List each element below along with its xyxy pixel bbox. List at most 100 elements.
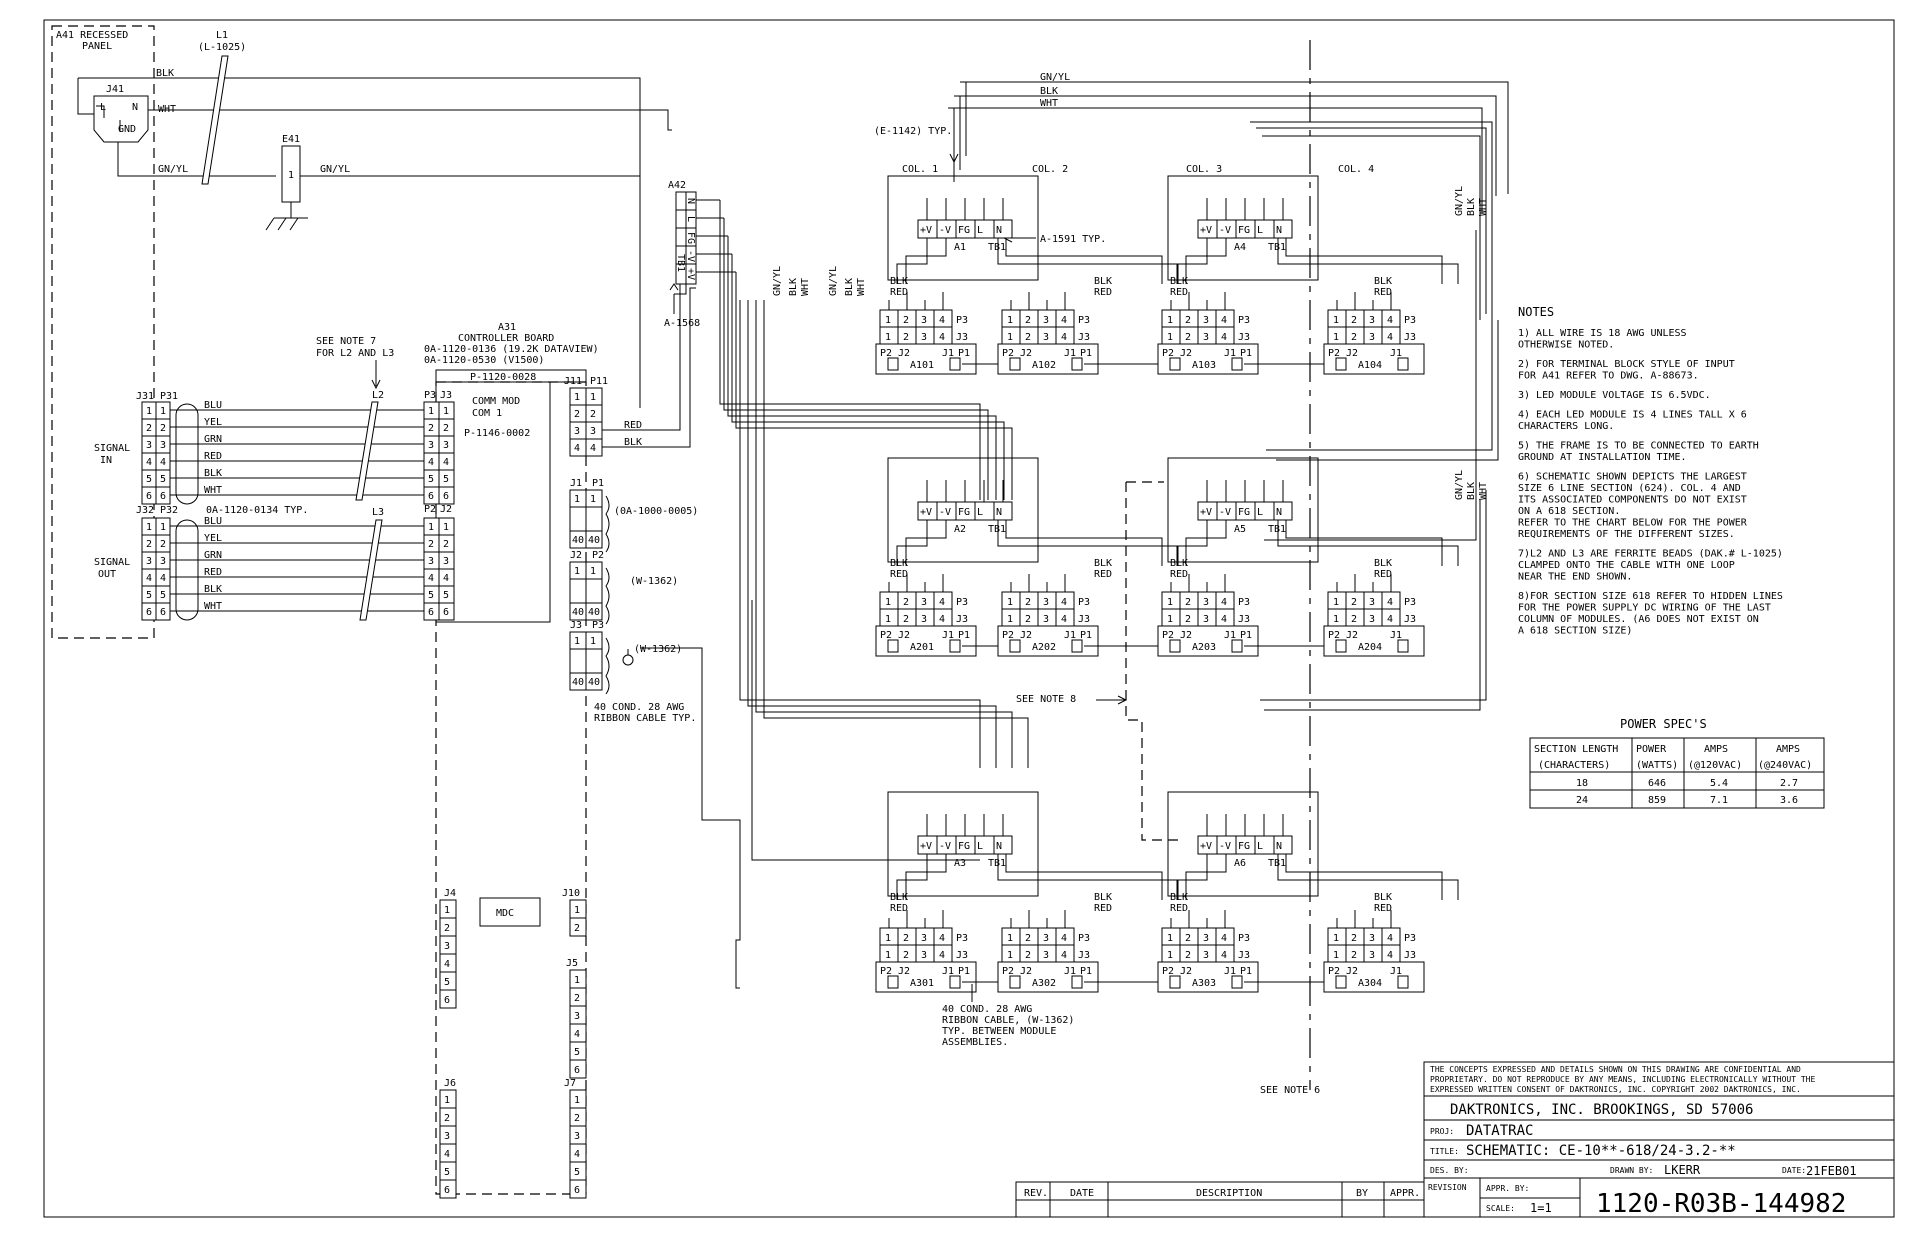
- module-j2: J2: [1020, 630, 1032, 641]
- svg-text:5: 5: [428, 590, 434, 601]
- supply-terminal-label: -V: [1219, 225, 1231, 236]
- svg-text:4: 4: [444, 959, 450, 970]
- signal-out-label2: OUT: [98, 569, 116, 580]
- module-pin: 3: [1203, 950, 1209, 961]
- module-p2: P2: [1002, 630, 1014, 641]
- des-label: DES. BY:: [1430, 1166, 1469, 1175]
- col1-label: COL. 1: [902, 164, 938, 175]
- date-label: DATE:: [1782, 1166, 1806, 1175]
- note-line: FOR A41 REFER TO DWG. A-88673.: [1518, 371, 1699, 382]
- module-pin: 3: [1043, 597, 1049, 608]
- module-ref: A204: [1358, 642, 1382, 653]
- module-pin: 4: [1387, 950, 1393, 961]
- j5-label: J5: [566, 958, 578, 969]
- signal-connectors: SIGNAL IN SIGNAL OUT J31 P31 J32 P32 0A-…: [94, 336, 424, 621]
- sig-in-blu: BLU: [204, 400, 222, 411]
- rev-h-rev: REV.: [1024, 1188, 1048, 1199]
- module-pin: 2: [1351, 950, 1357, 961]
- module-p1: P1: [1240, 348, 1252, 359]
- ground-e41: E41 1 GN/YL: [265, 134, 640, 231]
- svg-text:3: 3: [574, 1131, 580, 1142]
- p1-label: P1: [592, 478, 604, 489]
- note-line: 5) THE FRAME IS TO BE CONNECTED TO EARTH: [1518, 441, 1759, 452]
- note-line: 7)L2 AND L3 ARE FERRITE BEADS (DAK.# L-1…: [1518, 549, 1783, 560]
- module-pin: 1: [1007, 933, 1013, 944]
- note-line: 3) LED MODULE VOLTAGE IS 6.5VDC.: [1518, 390, 1711, 401]
- module-pin: 3: [1369, 950, 1375, 961]
- supply-terminal-label: FG: [1238, 507, 1250, 518]
- module-pin: 3: [1203, 332, 1209, 343]
- module-j1: J1: [942, 630, 954, 641]
- svg-text:40: 40: [572, 677, 584, 688]
- module-j3: J3: [1238, 614, 1250, 625]
- svg-text:3: 3: [444, 1131, 450, 1142]
- rbus-blk-1: BLK: [1466, 198, 1477, 216]
- module-pin: 1: [885, 950, 891, 961]
- note-line: 4) EACH LED MODULE IS 4 LINES TALL X 6: [1518, 410, 1747, 421]
- svg-text:6: 6: [443, 491, 449, 502]
- supply-ref: A2: [954, 524, 966, 535]
- module-ref: A101: [910, 360, 934, 371]
- pt-h2-0: (CHARACTERS): [1538, 760, 1610, 771]
- j7-label: J7: [564, 1078, 576, 1089]
- svg-text:4: 4: [428, 573, 434, 584]
- svg-text:5: 5: [443, 590, 449, 601]
- ac-bus: GN/YL BLK WHT GN/YL BLK WHT GN/YL BLK WH…: [719, 72, 1509, 861]
- module-p2: P2: [880, 966, 892, 977]
- a42-tb: TB1: [675, 254, 686, 272]
- module-pin: 2: [903, 950, 909, 961]
- ground-pin: 1: [288, 170, 294, 181]
- module-ref: A202: [1032, 642, 1056, 653]
- module-pin: 1: [1333, 332, 1339, 343]
- svg-text:40: 40: [588, 607, 600, 618]
- module-pin: 4: [1221, 933, 1227, 944]
- module-p3: P3: [956, 933, 968, 944]
- j10-label: J10: [562, 888, 580, 899]
- module-pin: 2: [1025, 614, 1031, 625]
- supply-terminal-label: L: [977, 841, 983, 852]
- comm-part: P-1146-0002: [464, 428, 530, 439]
- supply-terminal-label: N: [1276, 507, 1282, 518]
- module-pin: 3: [1369, 315, 1375, 326]
- a42-ref: A42: [668, 180, 686, 191]
- module-pin: 1: [1167, 950, 1173, 961]
- dc-blk: BLK: [1170, 558, 1188, 569]
- ferrite-part: (L-1025): [198, 42, 246, 53]
- dc-blk: BLK: [1094, 276, 1112, 287]
- note-line: SIZE 6 LINE SECTION (624). COL. 4 AND: [1518, 483, 1741, 494]
- topbus-wht: WHT: [1040, 98, 1058, 109]
- supply-terminal-label: L: [977, 507, 983, 518]
- module-pin: 2: [1185, 315, 1191, 326]
- note-line: ITS ASSOCIATED COMPONENTS DO NOT EXIST: [1518, 495, 1747, 506]
- svg-text:2: 2: [160, 539, 166, 550]
- svg-text:6: 6: [444, 1185, 450, 1196]
- module-j2: J2: [1020, 348, 1032, 359]
- dc-blk: BLK: [1170, 892, 1188, 903]
- scale-value: 1=1: [1530, 1201, 1552, 1215]
- module-p1: P1: [958, 348, 970, 359]
- module-p1: P1: [958, 630, 970, 641]
- module-p2: P2: [1328, 348, 1340, 359]
- project-name: DATATRAC: [1466, 1123, 1533, 1139]
- svg-text:2: 2: [444, 1113, 450, 1124]
- svg-text:1: 1: [574, 1095, 580, 1106]
- j4-label: J4: [444, 888, 456, 899]
- module-pin: 3: [1369, 933, 1375, 944]
- svg-text:4: 4: [160, 573, 166, 584]
- note-line: REQUIREMENTS OF THE DIFFERENT SIZES.: [1518, 529, 1735, 540]
- controller-name: CONTROLLER BOARD: [458, 333, 554, 344]
- power-inlet-icon: [93, 95, 149, 143]
- svg-text:4: 4: [574, 443, 580, 454]
- supply-terminal-label: +V: [920, 225, 932, 236]
- supply-terminal-label: -V: [1219, 841, 1231, 852]
- svg-text:4: 4: [574, 1029, 580, 1040]
- note-line: 2) FOR TERMINAL BLOCK STYLE OF INPUT: [1518, 359, 1735, 370]
- module-pin: 1: [1007, 614, 1013, 625]
- module-j2: J2: [1180, 630, 1192, 641]
- dc-red: RED: [1094, 903, 1112, 914]
